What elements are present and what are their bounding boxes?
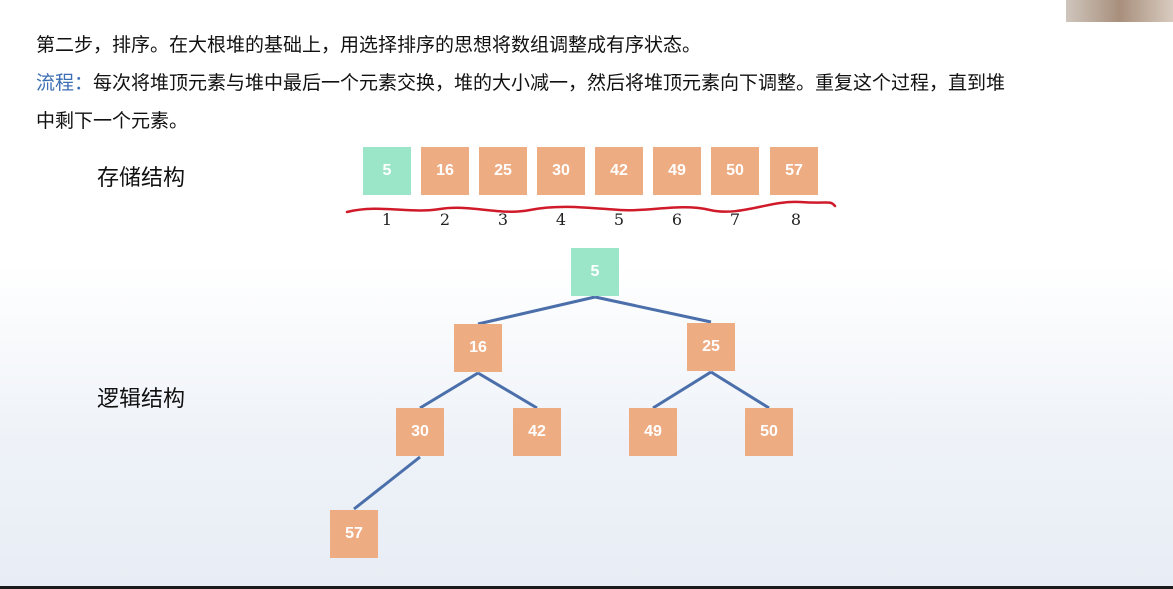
tree-node-3: 25 xyxy=(687,323,735,371)
array-cell-5: 42 xyxy=(595,147,643,195)
webcam-overlay xyxy=(1066,0,1173,22)
tree-edge-5-25 xyxy=(594,295,712,324)
tree-edge-16-30 xyxy=(419,371,479,410)
tree-node-2: 16 xyxy=(454,324,502,372)
array-cell-7: 50 xyxy=(711,147,759,195)
tree-edge-5-16 xyxy=(477,295,596,326)
flow-description-cont: 中剩下一个元素。 xyxy=(36,110,189,132)
array-cell-6: 49 xyxy=(653,147,701,195)
array-index-3: 3 xyxy=(497,210,509,229)
flow-label: 流程： xyxy=(36,72,94,94)
array-cell-3: 25 xyxy=(479,147,527,195)
bottom-border xyxy=(0,586,1173,589)
array-index-8: 8 xyxy=(790,210,802,229)
step-description: 第二步，排序。在大根堆的基础上，用选择排序的思想将数组调整成有序状态。 xyxy=(36,34,702,56)
array-index-2: 2 xyxy=(439,210,451,229)
array-cell-8: 57 xyxy=(770,147,818,195)
storage-structure-label: 存储结构 xyxy=(97,166,186,191)
array-index-5: 5 xyxy=(613,210,625,229)
tree-node-1: 5 xyxy=(571,248,619,296)
array-cell-2: 16 xyxy=(421,147,469,195)
tree-edge-25-50 xyxy=(710,370,770,410)
logic-structure-label: 逻辑结构 xyxy=(97,387,186,412)
tree-edge-25-49 xyxy=(652,370,712,410)
array-index-6: 6 xyxy=(671,210,683,229)
red-annotation-underline xyxy=(345,200,837,214)
array-cell-1: 5 xyxy=(363,147,411,195)
tree-node-7: 50 xyxy=(745,408,793,456)
flow-text: 每次将堆顶元素与堆中最后一个元素交换，堆的大小减一，然后将堆顶元素向下调整。重复… xyxy=(93,72,1006,94)
flow-description: 流程：每次将堆顶元素与堆中最后一个元素交换，堆的大小减一，然后将堆顶元素向下调整… xyxy=(36,68,1005,95)
tree-node-6: 49 xyxy=(629,408,677,456)
tree-edge-16-42 xyxy=(477,371,538,410)
array-index-1: 1 xyxy=(381,210,393,229)
tree-node-4: 30 xyxy=(396,408,444,456)
tree-node-8: 57 xyxy=(330,510,378,558)
array-index-4: 4 xyxy=(555,210,567,229)
tree-node-5: 42 xyxy=(513,408,561,456)
tree-edge-30-57 xyxy=(353,455,421,511)
array-index-7: 7 xyxy=(729,210,741,229)
array-cell-4: 30 xyxy=(537,147,585,195)
